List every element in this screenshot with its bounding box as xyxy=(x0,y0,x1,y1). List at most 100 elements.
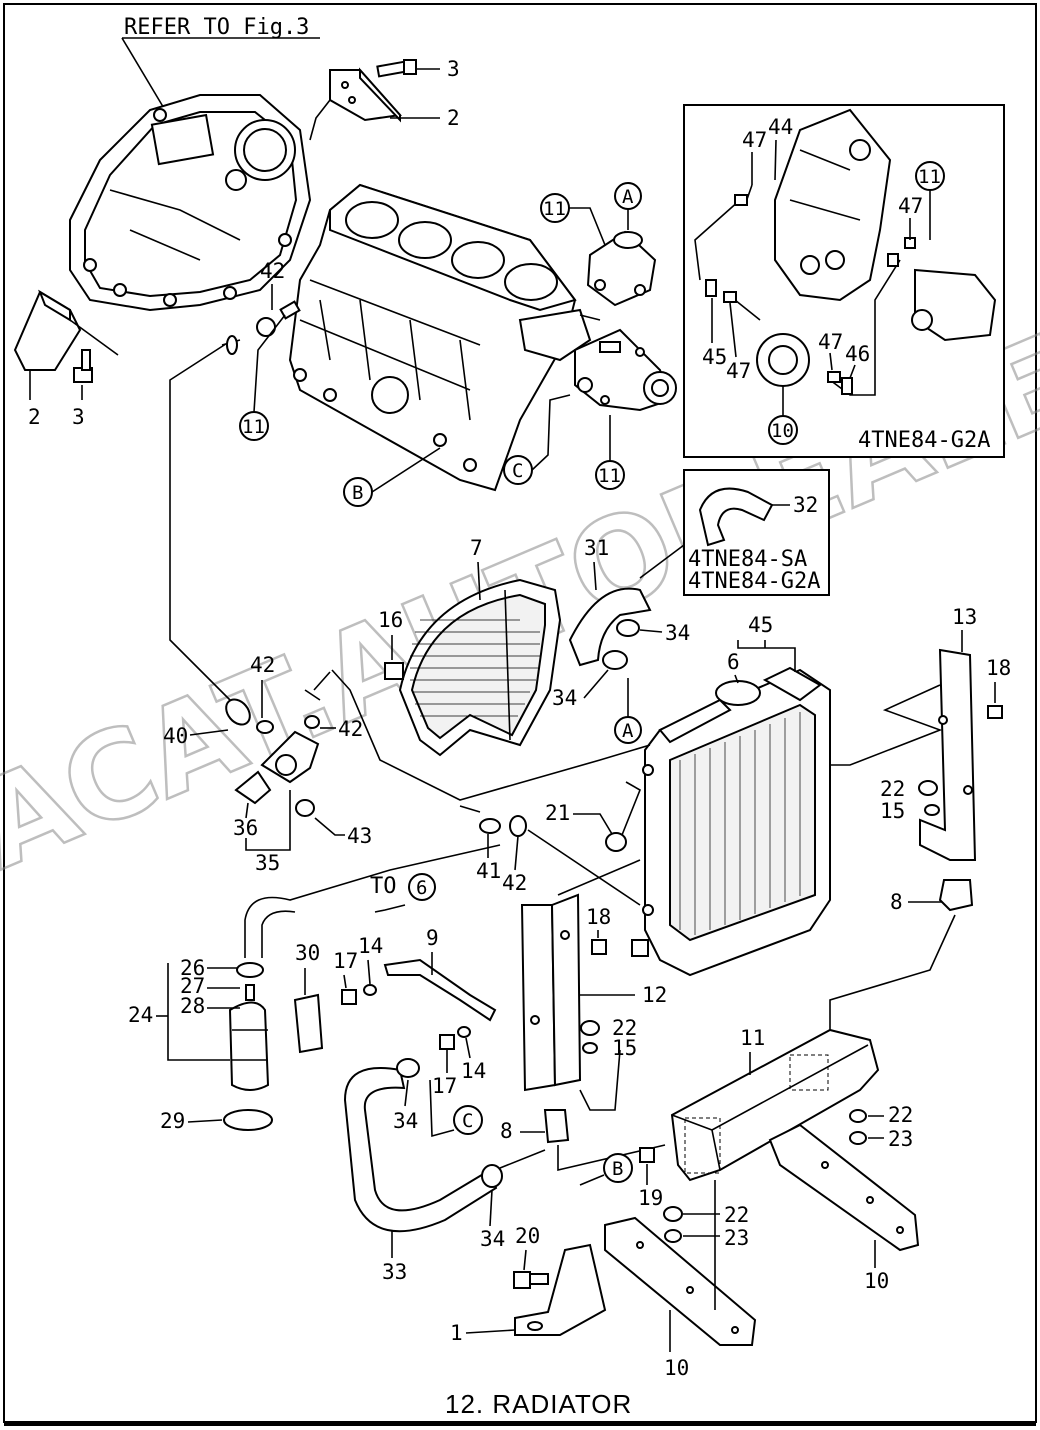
inset-hose-label-2: 4TNE84-G2A xyxy=(688,569,820,594)
nut-23-lower xyxy=(664,1229,682,1243)
ref-b-lower: B xyxy=(612,1158,623,1180)
callout-17-lower: 17 xyxy=(432,1074,457,1098)
callout-18-center: 18 xyxy=(586,905,611,929)
callout-22-lower: 22 xyxy=(724,1203,749,1227)
nut-22-crossmember xyxy=(849,1109,867,1123)
hose-40-line xyxy=(169,339,241,701)
washer-15-center xyxy=(582,1042,598,1054)
callout-19: 19 xyxy=(638,1186,663,1210)
water-pump xyxy=(574,328,677,412)
callout-34-upper: 34 xyxy=(665,621,690,645)
washer-15-right xyxy=(924,804,940,816)
flywheel-housing xyxy=(69,94,312,312)
band-29 xyxy=(223,1109,273,1131)
callout-42-left: 42 xyxy=(250,653,275,677)
bolt-17-lower xyxy=(439,1034,455,1050)
callout-3-top: 3 xyxy=(447,57,460,81)
inset-hose-label-1: 4TNE84-SA xyxy=(688,547,807,572)
ref-c-top: C xyxy=(512,460,523,482)
callout-23-crossmember: 23 xyxy=(888,1127,913,1151)
ref-b-top: B xyxy=(352,482,363,504)
callout-47-b: 47 xyxy=(898,194,923,218)
callout-34-hose-top: 34 xyxy=(393,1109,418,1133)
frame-arm-10-center xyxy=(604,1216,757,1346)
callout-16: 16 xyxy=(378,608,403,632)
inset-box-hose xyxy=(683,469,830,596)
callout-11-left: 11 xyxy=(242,416,265,438)
fan-shroud xyxy=(398,578,562,757)
clamp-34-hose-bottom xyxy=(481,1164,503,1188)
ref-a-top: A xyxy=(622,186,634,208)
callout-7: 7 xyxy=(470,536,483,560)
ref-c-circle-lower xyxy=(453,1105,483,1135)
callout-15-right: 15 xyxy=(880,799,905,823)
nut-23-crossmember xyxy=(849,1131,867,1145)
inset-oil-cooler xyxy=(756,333,810,387)
callout-47-a: 47 xyxy=(742,128,767,152)
callout-10-center: 10 xyxy=(664,1356,689,1380)
clamp-42-right xyxy=(304,715,320,729)
ref-a-mid: A xyxy=(622,720,634,742)
callout-11-crossmember: 11 xyxy=(740,1026,765,1050)
bolt-18-right xyxy=(987,705,1003,719)
crossmember-11 xyxy=(670,1028,880,1182)
callout-2-left: 2 xyxy=(28,405,41,429)
clamp-42-lower xyxy=(509,815,527,837)
callout-23-lower: 23 xyxy=(724,1226,749,1250)
to-ref-circle xyxy=(408,873,436,901)
callout-45: 45 xyxy=(702,345,727,369)
callout-22-right: 22 xyxy=(880,777,905,801)
callout-6: 6 xyxy=(727,650,740,674)
thermostat-housing xyxy=(586,230,657,307)
bracket-13 xyxy=(919,648,977,861)
callout-41: 41 xyxy=(476,859,501,883)
mount-8-center xyxy=(543,1109,570,1144)
callout-11-pump: 11 xyxy=(598,465,621,487)
refer-leader xyxy=(121,37,166,111)
callout-47-c: 47 xyxy=(726,359,751,383)
nut-21 xyxy=(605,832,627,852)
to-ref-prefix: TO xyxy=(370,874,397,899)
callout-47-d: 47 xyxy=(818,330,843,354)
inset-housing xyxy=(774,108,892,302)
hose-end-41 xyxy=(479,818,501,834)
elbow-fitting-42 xyxy=(256,300,301,337)
bracket-2-top xyxy=(329,67,402,123)
callout-14-lower: 14 xyxy=(461,1059,486,1083)
callout-24: 24 xyxy=(128,1003,153,1027)
inset-hose-32 xyxy=(698,487,774,547)
callout-13: 13 xyxy=(952,605,977,629)
callout-35: 35 xyxy=(255,851,280,875)
clamp-42-left xyxy=(256,720,274,734)
callout-34-mid: 34 xyxy=(552,686,577,710)
bolt-16 xyxy=(384,662,404,680)
hose-33 xyxy=(343,1067,498,1233)
nut-22-right xyxy=(918,780,938,796)
frame-arm-10-right xyxy=(768,1123,920,1252)
callout-8-center: 8 xyxy=(500,1119,513,1143)
bolt-19 xyxy=(639,1147,655,1163)
clamp-34-upper xyxy=(616,619,640,637)
inset-model-label: 4TNE84-G2A xyxy=(858,428,990,453)
washer-14-lower xyxy=(457,1026,471,1038)
callout-10-inset: 10 xyxy=(771,420,794,442)
callout-40: 40 xyxy=(163,724,188,748)
nut-22-center xyxy=(580,1020,600,1036)
diagram-caption: 12. RADIATOR xyxy=(445,1389,632,1419)
bracket-12 xyxy=(520,893,582,1092)
refer-note: REFER TO Fig.3 xyxy=(124,15,309,40)
bolt-3-left xyxy=(73,349,93,383)
reserve-tank xyxy=(228,962,270,1091)
clamp-34-hose-top xyxy=(396,1058,420,1078)
callout-8-right: 8 xyxy=(890,890,903,914)
callout-31: 31 xyxy=(584,536,609,560)
clamp-34-lower xyxy=(602,650,628,670)
callout-26: 26 xyxy=(180,956,205,980)
nut-22-lower xyxy=(663,1206,683,1222)
hose-end-40 xyxy=(225,698,251,726)
bolt-3-top xyxy=(376,59,417,78)
callout-11-inset: 11 xyxy=(918,166,941,188)
callout-15-center: 15 xyxy=(612,1036,637,1060)
callout-17-upper: 17 xyxy=(333,949,358,973)
bracket-2-left xyxy=(13,289,82,371)
